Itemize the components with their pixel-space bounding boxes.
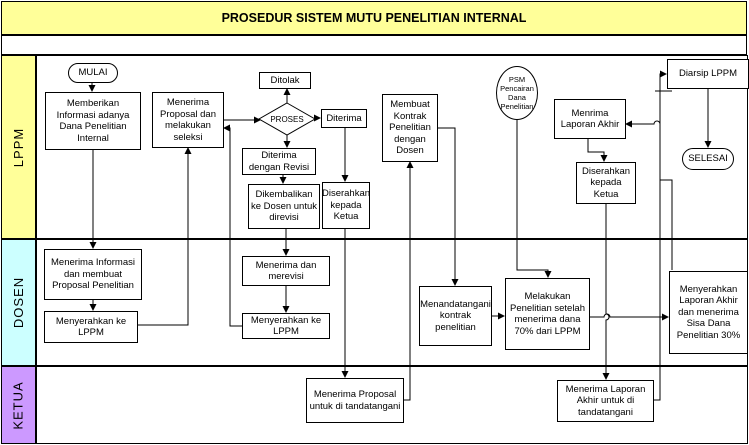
arrow-kontrak-to-ttd: [438, 127, 459, 286]
lane-label-ketua: KETUA: [1, 366, 36, 444]
node-diterima: Diterima: [321, 109, 367, 128]
node-diserahkan-ketua-2: Diserahkan kepada Ketua: [576, 162, 636, 204]
node-membuat-kontrak: Membuat Kontrak Penelitian dengan Dosen: [382, 94, 438, 162]
lane-dosen: [36, 239, 748, 366]
node-dikembalikan: Dikembalikan ke Dosen untuk direvisi: [248, 184, 320, 229]
node-menerima-informasi: Menerima Informasi dan membuat Proposal …: [44, 249, 142, 300]
node-ditolak: Ditolak: [259, 72, 311, 89]
node-diterima-revisi: Diterima dengan Revisi: [242, 148, 316, 175]
node-melakukan-penelitian: Melakukan Penelitian setelah menerima da…: [505, 278, 590, 350]
arrow-serah-to-ketua-laporan: [602, 204, 610, 380]
node-menyerahkan-laporan-akhir: Menyerahkan Laporan Akhir dan menerima S…: [669, 271, 748, 354]
header-spacer: [1, 35, 747, 55]
node-diarsip-lppm: Diarsip LPPM: [667, 59, 749, 89]
node-menyerahkan-lppm: Menyerahkan ke LPPM: [44, 311, 138, 343]
node-ketua-menerima-laporan: Menerima Laporan Akhir untuk di tandatan…: [557, 380, 654, 422]
arrow-ketua-laporan-to-arsip: [654, 70, 667, 401]
node-psm-pencairan: PSM Pencairan Dana Penelitian: [496, 66, 538, 120]
node-menerima-merevisi: Menerima dan merevisi: [242, 256, 330, 286]
node-menerima-seleksi: Menerima Proposal dan melakukan seleksi: [152, 92, 224, 148]
node-menandatangani-kontrak: Menandatangani kontrak penelitian: [419, 286, 492, 346]
node-menerima-laporan: Menrima Laporan Akhir: [554, 99, 626, 139]
lane-label-lppm: LPPM: [1, 55, 36, 239]
arrow-submit2-to-seleksi: [223, 124, 242, 327]
diagram-title: PROSEDUR SISTEM MUTU PENELITIAN INTERNAL: [1, 1, 747, 35]
start-terminal: MULAI: [68, 63, 118, 83]
node-memberikan-informasi: Memberikan Informasi adanya Dana Penelit…: [45, 92, 141, 150]
arrow-submit-to-seleksi: [138, 147, 192, 326]
node-menyerahkan-lppm-2: Menyerahkan ke LPPM: [242, 313, 330, 339]
arrow-laporan-to-serah-ketua: [587, 139, 608, 162]
decision-proses: [258, 102, 316, 136]
arrow-psm-to-penelitian: [516, 120, 552, 278]
decision-proses-label: PROSES: [270, 114, 304, 124]
arrow-penelitian-to-laporan: [590, 313, 669, 321]
node-ketua-menerima-proposal: Menerima Proposal untuk di tandatangani: [306, 378, 404, 423]
node-diserahkan-ketua: Diserahkan kepada Ketua: [322, 182, 370, 229]
arrow-ketua-to-kontrak: [404, 161, 414, 401]
end-terminal: SELESAI: [682, 148, 734, 170]
lane-label-dosen: DOSEN: [1, 239, 36, 366]
